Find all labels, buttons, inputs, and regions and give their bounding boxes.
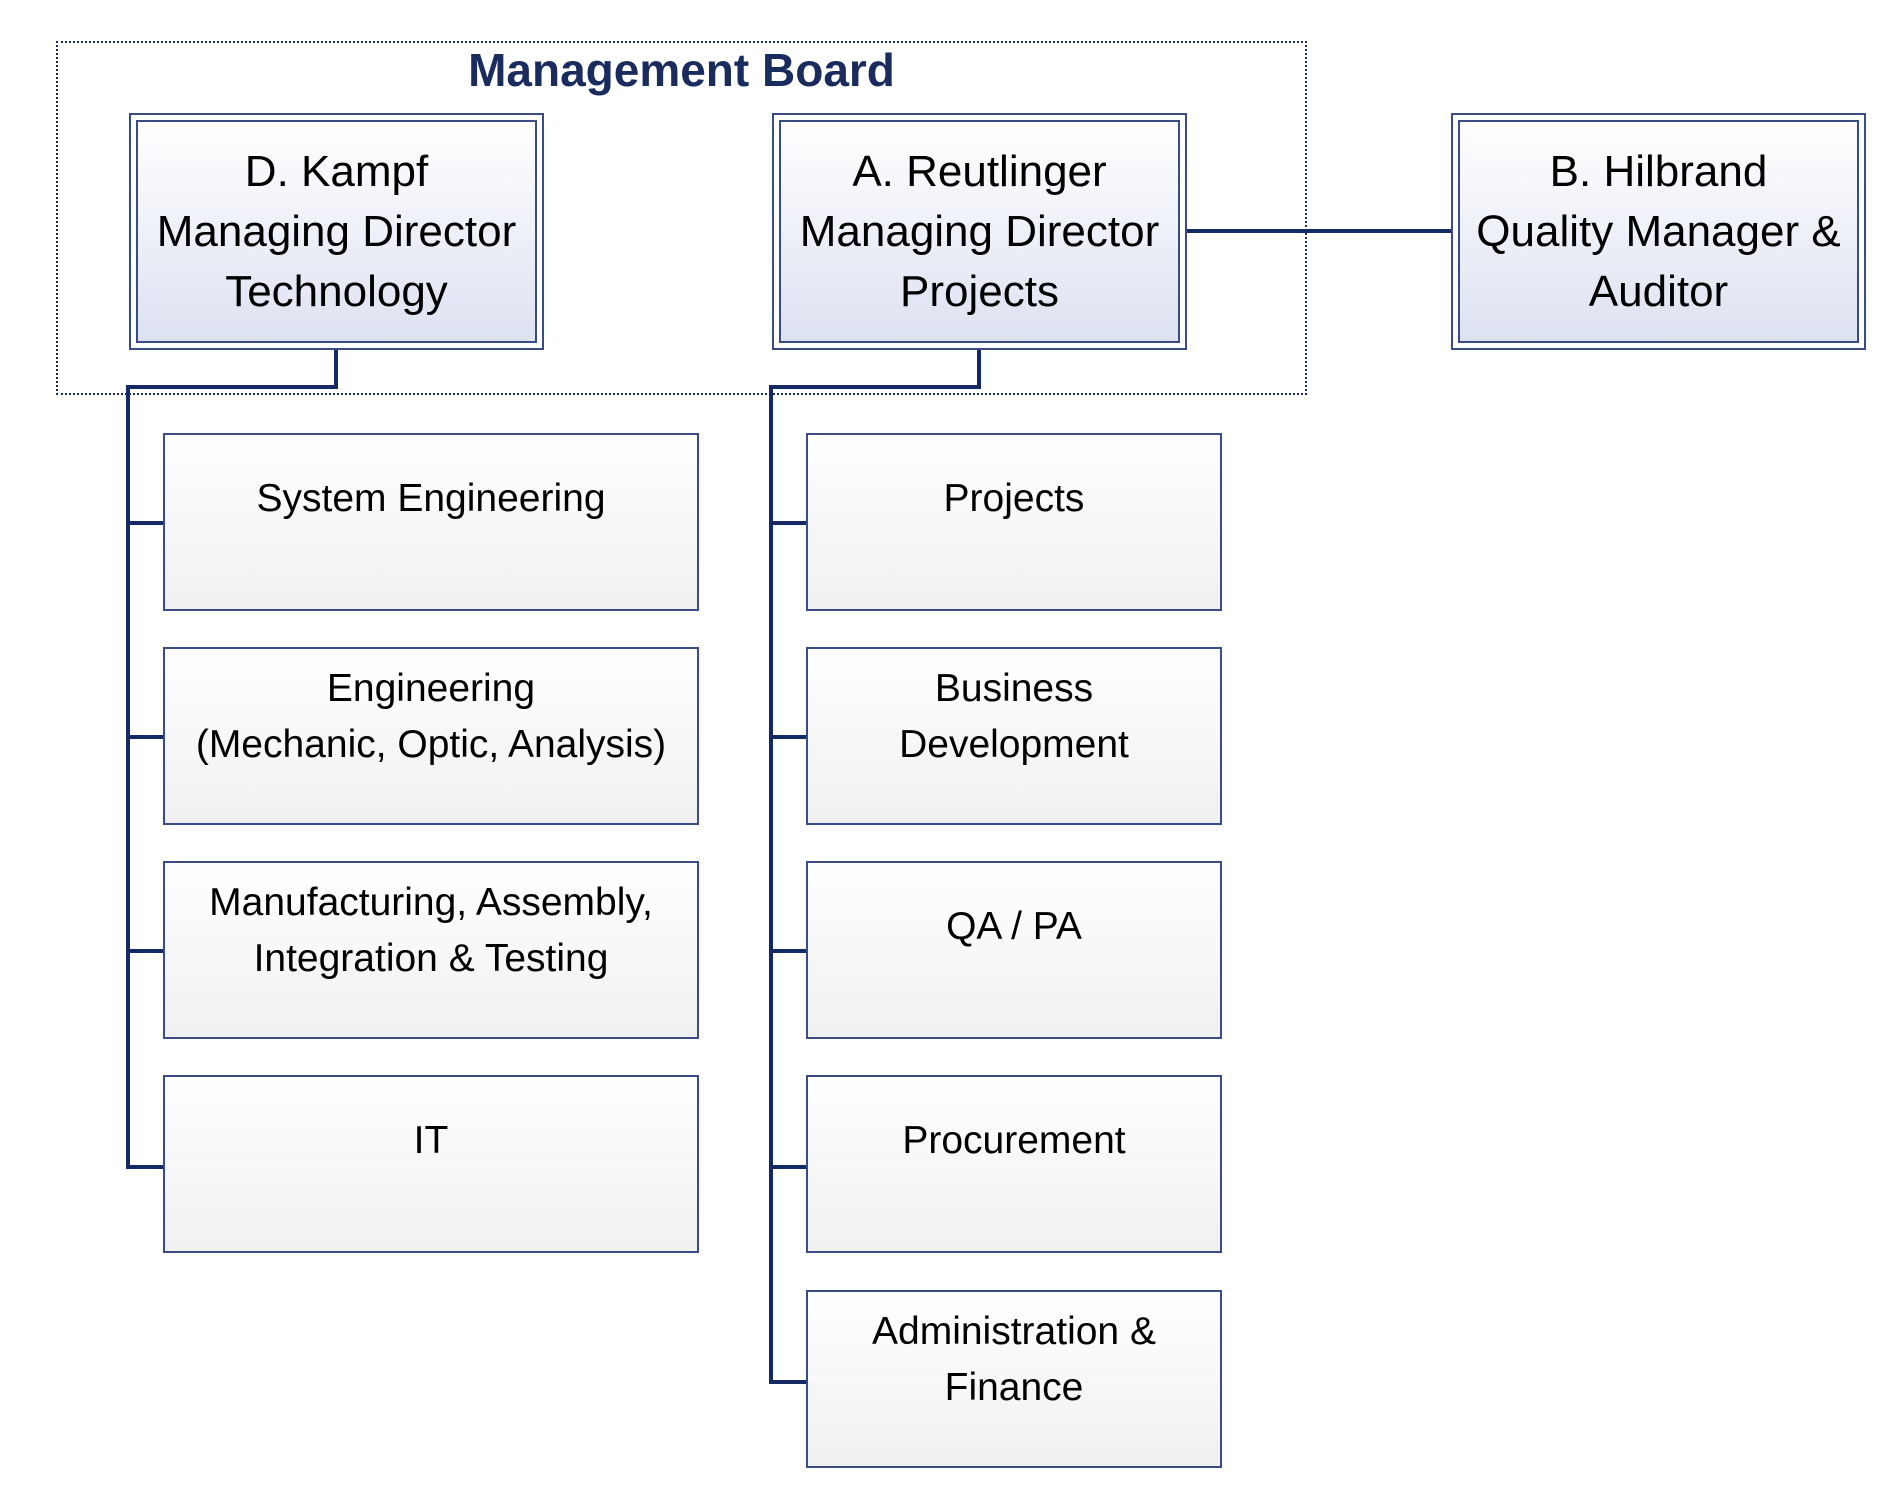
dept-label-sub: Integration & Testing [253, 937, 609, 980]
dept-label: Business [934, 667, 1094, 710]
executive-role: Managing Director [799, 206, 1160, 256]
connector-technology-spine [126, 385, 130, 1169]
connector-kampf-elbow [126, 385, 338, 389]
executive-name: A. Reutlinger [852, 146, 1107, 196]
executive-box-reutlinger-inner: A. Reutlinger Managing Director Projects [779, 120, 1180, 343]
connector-reutlinger-drop [977, 350, 981, 389]
management-board-title: Management Board [468, 44, 895, 96]
executive-area: Projects [900, 266, 1059, 316]
executive-name: D. Kampf [244, 146, 429, 196]
dept-label: Manufacturing, Assembly, [209, 881, 653, 924]
dept-label: Engineering [326, 667, 536, 710]
executive-box-reutlinger: A. Reutlinger Managing Director Projects [772, 113, 1187, 350]
dept-box-it: IT [163, 1075, 699, 1253]
dept-label-sub: Finance [944, 1366, 1084, 1409]
executive-box-kampf: D. Kampf Managing Director Technology [129, 113, 544, 350]
dept-label: System Engineering [256, 477, 606, 520]
connector-stub-it [126, 1165, 165, 1169]
management-board-frame [56, 41, 1307, 395]
executive-box-hilbrand: B. Hilbrand Quality Manager & Auditor [1451, 113, 1866, 350]
connector-stub-procurement [769, 1165, 808, 1169]
connector-stub-engineering [126, 735, 165, 739]
executive-role: Managing Director [156, 206, 517, 256]
executive-role: Quality Manager & [1476, 206, 1841, 256]
connector-reutlinger-elbow [769, 385, 981, 389]
dept-label: Projects [943, 477, 1085, 520]
connector-stub-manufacturing [126, 949, 165, 953]
executive-area: Technology [225, 266, 448, 316]
dept-box-engineering: Engineering (Mechanic, Optic, Analysis) [163, 647, 699, 825]
connector-stub-qa-pa [769, 949, 808, 953]
dept-box-projects: Projects [806, 433, 1222, 611]
dept-box-business-development: Business Development [806, 647, 1222, 825]
dept-box-qa-pa: QA / PA [806, 861, 1222, 1039]
connector-stub-business-development [769, 735, 808, 739]
connector-stub-administration-finance [769, 1380, 808, 1384]
dept-label: Procurement [902, 1119, 1126, 1162]
executive-box-hilbrand-inner: B. Hilbrand Quality Manager & Auditor [1458, 120, 1859, 343]
dept-label-sub: Development [899, 723, 1129, 766]
connector-projects-spine [769, 385, 773, 1384]
dept-label: IT [413, 1119, 449, 1162]
connector-stub-system-engineering [126, 521, 165, 525]
connector-kampf-drop [334, 350, 338, 389]
executive-area: Auditor [1588, 266, 1729, 316]
connector-reutlinger-hilbrand [1187, 229, 1451, 233]
executive-box-kampf-inner: D. Kampf Managing Director Technology [136, 120, 537, 343]
dept-box-administration-finance: Administration & Finance [806, 1290, 1222, 1468]
connector-stub-projects [769, 521, 808, 525]
dept-label-sub: (Mechanic, Optic, Analysis) [195, 723, 667, 766]
dept-label: Administration & [872, 1310, 1156, 1353]
dept-label: QA / PA [946, 905, 1082, 948]
dept-box-system-engineering: System Engineering [163, 433, 699, 611]
dept-box-procurement: Procurement [806, 1075, 1222, 1253]
dept-box-manufacturing: Manufacturing, Assembly, Integration & T… [163, 861, 699, 1039]
executive-name: B. Hilbrand [1549, 146, 1768, 196]
